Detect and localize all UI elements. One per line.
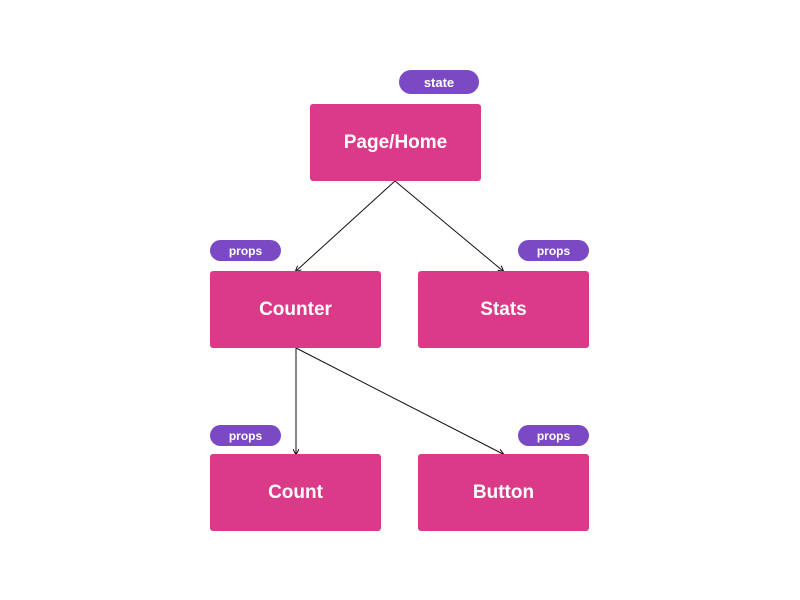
state-tag-page-home: state [399, 70, 479, 94]
edge-page-to-stats [394, 180, 503, 271]
props-tag-button: props [518, 425, 589, 446]
props-tag-count: props [210, 425, 281, 446]
props-tag-counter: props [210, 240, 281, 261]
edge-counter-to-button [295, 347, 503, 454]
node-stats: Stats [418, 271, 589, 348]
node-button: Button [418, 454, 589, 531]
edge-page-to-counter [296, 180, 396, 271]
node-page-home: Page/Home [310, 104, 481, 181]
props-tag-stats: props [518, 240, 589, 261]
node-counter: Counter [210, 271, 381, 348]
node-count: Count [210, 454, 381, 531]
